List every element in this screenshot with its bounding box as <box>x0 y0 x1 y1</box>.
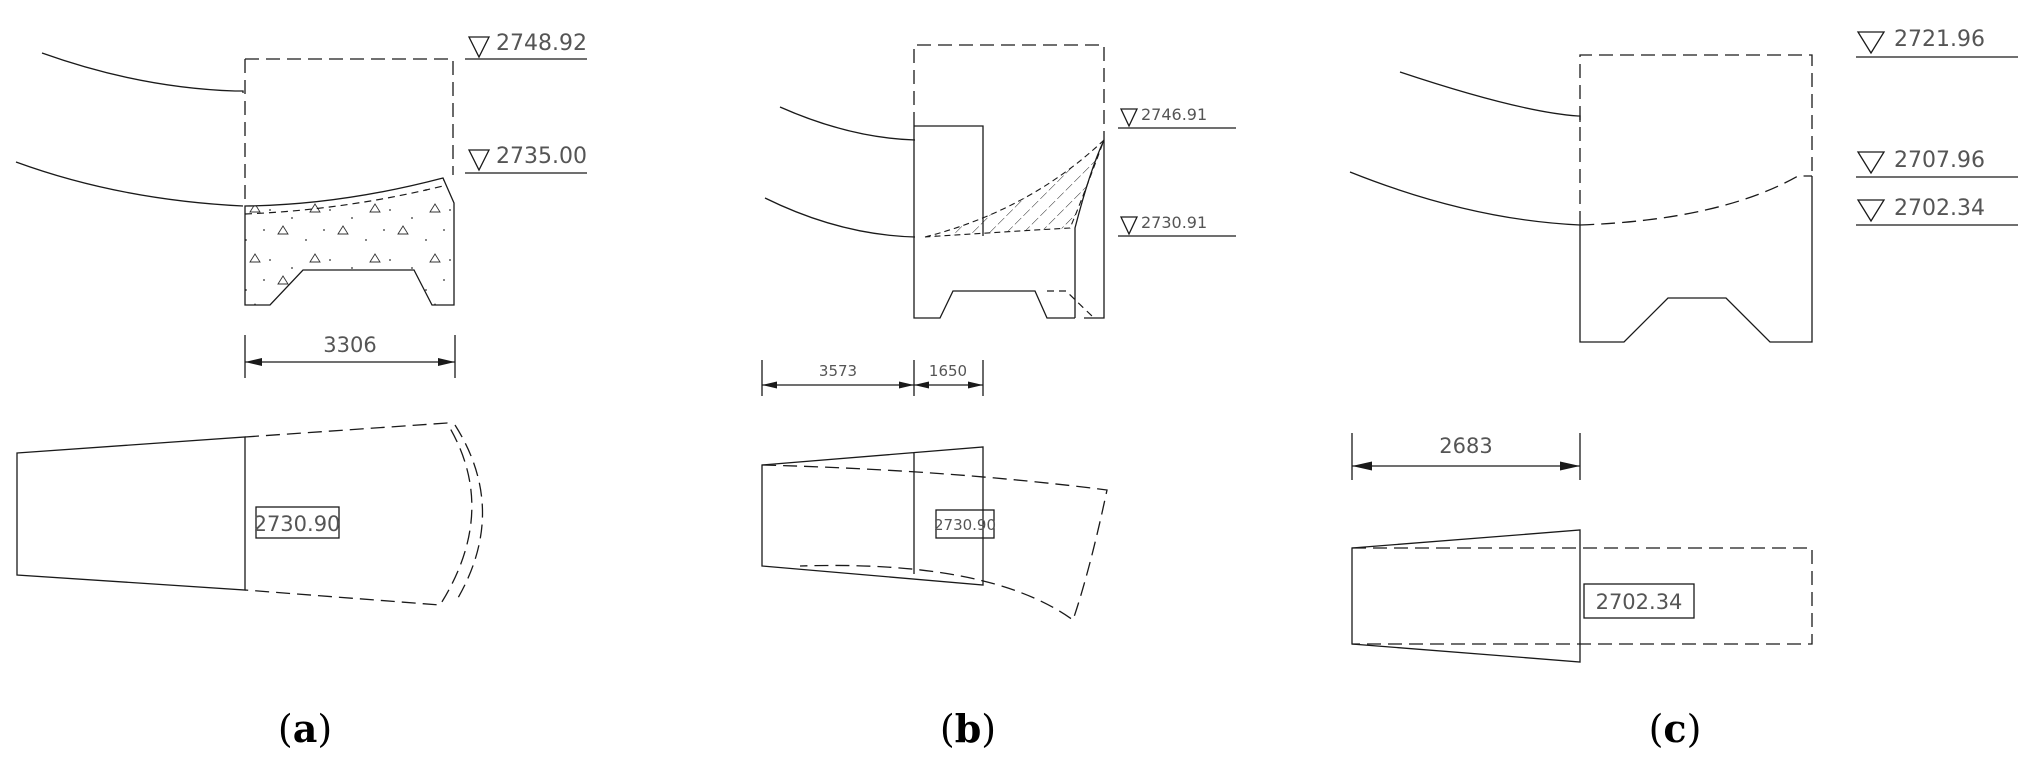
panel-c-width-dimension: 2683 <box>1439 434 1492 458</box>
panel-c-plan-dashed <box>1352 547 1813 645</box>
panel-a-plan-label-box <box>255 506 340 539</box>
panel-c-plan-label-box <box>1583 583 1695 619</box>
panel-b-elevation-1: 2746.91 <box>1141 105 1207 124</box>
panel-b-elev-marker-1-icon <box>1119 108 1139 128</box>
panel-c-block <box>1579 176 1813 343</box>
panel-b-plan-label-box <box>935 509 995 539</box>
panel-b-left-block <box>913 125 1075 319</box>
panel-a-terrain-lower <box>15 161 244 207</box>
panel-a-caption: (a) <box>278 706 332 751</box>
panel-c-elevation-1: 2721.96 <box>1894 27 1985 52</box>
panel-a-elevation-1: 2748.92 <box>496 31 587 56</box>
panel-c-elevation-3: 2702.34 <box>1894 196 1985 221</box>
panel-a-elev-marker-2-icon <box>467 149 491 172</box>
panel-a-dim-arrow-left-icon <box>245 358 262 366</box>
panel-b: 2746.91 2730.91 3573 1650 2730.90 (b) <box>761 44 1236 751</box>
panel-c-dashed-ground <box>1579 175 1812 226</box>
panel-b-dashed-base <box>1047 290 1095 319</box>
panel-a-dim-arrow-right-icon <box>438 358 455 366</box>
panel-c-excavation-outline <box>1579 54 1813 225</box>
panel-b-terrain-lower <box>764 197 916 238</box>
panel-a-elevation-2: 2735.00 <box>496 144 587 169</box>
panel-b-plan-label: 2730.90 <box>934 516 996 534</box>
panel-a-plan-dashed-outer <box>454 424 484 604</box>
panel-a-excavation-outline <box>244 58 454 205</box>
panel-a-plan-label: 2730.90 <box>254 512 341 536</box>
panel-a-concrete-fill <box>244 177 455 306</box>
panel-b-elev-marker-2-icon <box>1119 216 1139 236</box>
panel-a-terrain-upper <box>41 52 244 93</box>
panel-c-plan-solid <box>1351 529 1581 663</box>
panel-c-elev-marker-2-icon <box>1856 151 1886 175</box>
panel-c-caption: (c) <box>1649 706 1702 751</box>
panel-b-terrain-upper <box>779 106 916 141</box>
panel-a-concrete-top-dash <box>244 185 444 215</box>
panel-b-elevation-2: 2730.91 <box>1141 213 1207 232</box>
panel-b-hatched-wedge <box>924 139 1105 238</box>
panel-c-elevation-2: 2707.96 <box>1894 148 1985 173</box>
panel-a-width-dimension: 3306 <box>323 333 376 357</box>
panel-b-plan-dashed <box>761 464 1108 622</box>
panel-c-terrain-lower <box>1349 171 1581 226</box>
panel-b-caption: (b) <box>940 706 996 751</box>
panel-a: 2748.92 2735.00 3306 2730.90 (a) <box>15 31 587 751</box>
panel-b-width-dimension-2: 1650 <box>929 362 967 380</box>
panel-c-elev-marker-3-icon <box>1856 199 1886 223</box>
panel-a-plan-solid <box>16 436 246 591</box>
panel-c-elev-marker-1-icon <box>1856 31 1886 55</box>
panel-c-plan-label: 2702.34 <box>1596 590 1683 614</box>
panel-c: 2721.96 2707.96 2702.34 2683 2702.34 (c) <box>1349 27 2018 751</box>
panel-c-terrain-upper <box>1399 71 1581 122</box>
panel-a-plan-dashed <box>244 422 473 606</box>
panel-b-width-dimension-1: 3573 <box>819 362 857 380</box>
panel-b-excavation-outline <box>913 44 1105 140</box>
panel-a-elev-marker-1-icon <box>467 36 491 59</box>
